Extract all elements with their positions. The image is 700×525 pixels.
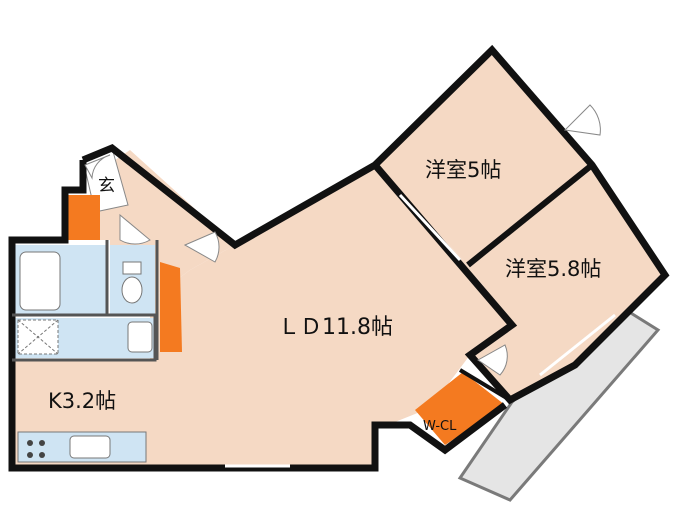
walkin-closet — [415, 372, 505, 445]
kitchen-sink — [69, 435, 111, 459]
door-swing — [563, 104, 601, 136]
label-kitchen: K3.2帖 — [48, 389, 116, 413]
label-entrance: 玄 — [98, 176, 115, 196]
stove-burner — [27, 452, 33, 458]
stove-burner — [39, 452, 45, 458]
door-swing — [119, 213, 151, 245]
inner-wall — [12, 313, 157, 362]
window — [539, 313, 616, 377]
door-swing — [477, 344, 508, 376]
outer-wall — [466, 162, 594, 268]
label-western-room-1: 洋室5帖 — [425, 158, 501, 182]
storage-hall — [160, 262, 182, 352]
door-swing — [84, 154, 111, 180]
room-western-1 — [375, 55, 592, 265]
room-living-dining — [150, 165, 512, 465]
label-walkin-closet: W-CL — [423, 419, 457, 434]
stove-burner — [39, 440, 45, 446]
outer-wall — [8, 160, 508, 472]
window — [398, 193, 462, 262]
toilet-fixture — [121, 276, 143, 304]
label-living-dining: ＬＤ11.8帖 — [278, 315, 393, 340]
label-western-room-2: 洋室5.8帖 — [505, 257, 601, 281]
door-swing — [183, 231, 220, 263]
stove-burner — [27, 440, 33, 446]
storage-entry — [65, 195, 100, 240]
bathtub — [19, 251, 61, 311]
wash-basin — [127, 321, 153, 353]
inner-wall — [458, 368, 512, 402]
outer-wall — [81, 44, 670, 405]
